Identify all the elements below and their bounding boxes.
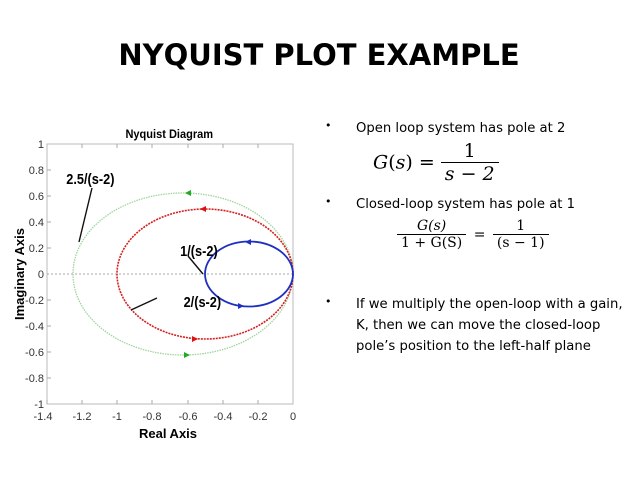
arrow-red-bottom xyxy=(192,336,198,342)
svg-text:-1.2: -1.2 xyxy=(73,411,92,423)
svg-text:1: 1 xyxy=(38,139,44,151)
annotation-red: 2/(s-2) xyxy=(184,293,222,310)
y-tick-labels: 1 0.8 0.6 0.4 0.2 0 -0.2 -0.4 -0.6 -0.8 … xyxy=(25,139,44,411)
svg-text:0.8: 0.8 xyxy=(29,165,44,177)
arrow-red-top xyxy=(200,206,206,212)
bullet-item: • If we multiply the open-loop with a ga… xyxy=(325,294,625,357)
chart-title: Nyquist Diagram xyxy=(125,129,213,141)
x-axis-label: Real Axis xyxy=(139,426,197,441)
equation-open-loop: G(s) = 1 s − 2 xyxy=(373,140,499,185)
bullet-icon: • xyxy=(325,295,332,308)
annotation-green-pointer xyxy=(78,187,93,243)
bullet-item: • Closed-loop system has pole at 1 xyxy=(325,194,575,215)
x-ticks xyxy=(46,144,259,404)
svg-text:0: 0 xyxy=(38,269,44,281)
arrow-green-top xyxy=(185,190,191,196)
svg-text:-1.4: -1.4 xyxy=(34,411,53,423)
slide-title: NYQUIST PLOT EXAMPLE xyxy=(118,38,520,72)
bullet-icon: • xyxy=(325,195,332,208)
svg-text:-0.2: -0.2 xyxy=(249,411,268,423)
svg-text:-1: -1 xyxy=(34,399,44,411)
annotation-red-pointer xyxy=(130,297,158,311)
svg-text:0.4: 0.4 xyxy=(29,217,44,229)
svg-text:-0.4: -0.4 xyxy=(214,411,233,423)
y-axis-label: Imaginary Axis xyxy=(12,228,27,320)
svg-text:-0.2: -0.2 xyxy=(25,295,44,307)
annotation-blue: 1/(s-2) xyxy=(180,242,218,259)
arrow-blue-bottom xyxy=(238,303,244,309)
annotation-blue-pointer xyxy=(187,255,204,275)
svg-text:-0.8: -0.8 xyxy=(143,411,162,423)
y-ticks xyxy=(47,169,51,379)
x-tick-labels: -1.4 -1.2 -1 -0.8 -0.6 -0.4 -0.2 0 xyxy=(34,411,297,423)
nyquist-chart: Nyquist Diagram -1.4 -1.2 -1 -0.8 -0.6 -… xyxy=(12,129,297,441)
svg-text:-1: -1 xyxy=(112,411,122,423)
bullet-item: • Open loop system has pole at 2 xyxy=(325,118,565,139)
svg-text:-0.6: -0.6 xyxy=(179,411,198,423)
equation-closed-loop: G(s) 1 + G(S) = 1 (s − 1) xyxy=(397,218,549,251)
svg-text:-0.6: -0.6 xyxy=(25,347,44,359)
svg-text:0.6: 0.6 xyxy=(29,191,44,203)
svg-text:-0.8: -0.8 xyxy=(25,373,44,385)
arrow-blue-top xyxy=(245,239,251,245)
direction-arrows xyxy=(184,190,251,358)
svg-text:0: 0 xyxy=(290,411,296,423)
svg-text:0.2: 0.2 xyxy=(29,243,44,255)
annotation-green: 2.5/(s-2) xyxy=(66,170,114,187)
bullet-icon: • xyxy=(325,119,332,132)
arrow-green-bottom xyxy=(184,352,190,358)
svg-text:-0.4: -0.4 xyxy=(25,321,44,333)
